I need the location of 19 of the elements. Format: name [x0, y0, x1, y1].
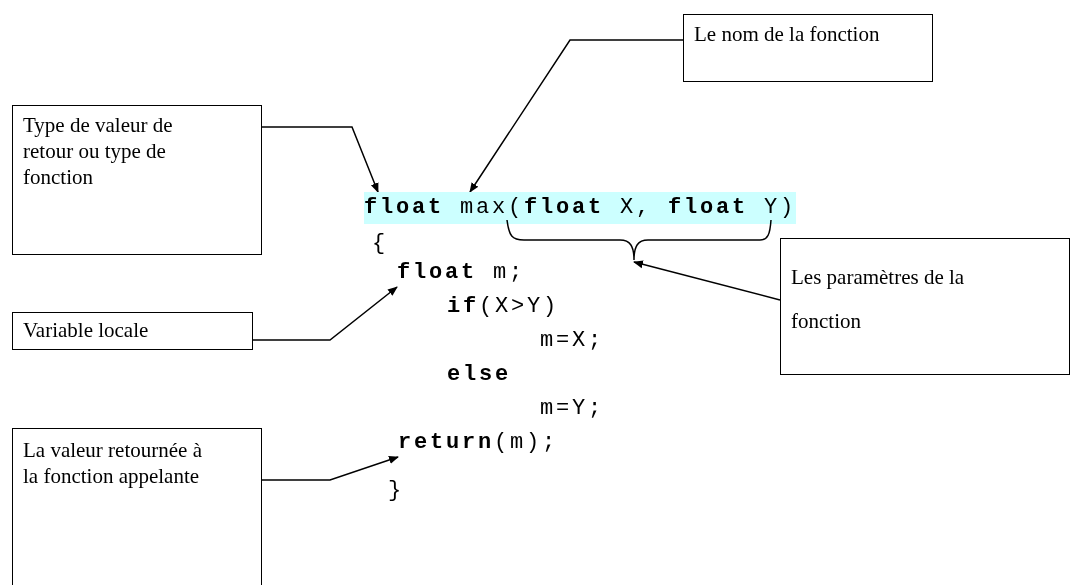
code-line: if(X>Y)	[447, 293, 560, 321]
callout-box: La valeur retournée à la fonction appelante	[12, 428, 262, 585]
leader-arrow	[469, 39, 684, 193]
leader-arrow	[261, 456, 399, 481]
callout-box: Variable locale	[12, 312, 253, 350]
callout-box: Les paramètres de la fonction	[780, 238, 1070, 375]
leader-arrow	[252, 286, 398, 341]
code-line: }	[388, 477, 404, 505]
callout-box: Type de valeur de retour ou type de fonction	[12, 105, 262, 255]
code-line: {	[372, 230, 388, 258]
curly-brace	[505, 218, 773, 262]
code-line: float m;	[397, 259, 526, 287]
code-line: m=X;	[540, 327, 604, 355]
leader-arrow	[633, 260, 781, 301]
code-line: return(m);	[398, 429, 559, 457]
callout-box: Le nom de la fonction	[683, 14, 933, 82]
code-line: m=Y;	[540, 395, 604, 423]
leader-arrow	[261, 126, 379, 193]
code-line: else	[447, 361, 511, 389]
